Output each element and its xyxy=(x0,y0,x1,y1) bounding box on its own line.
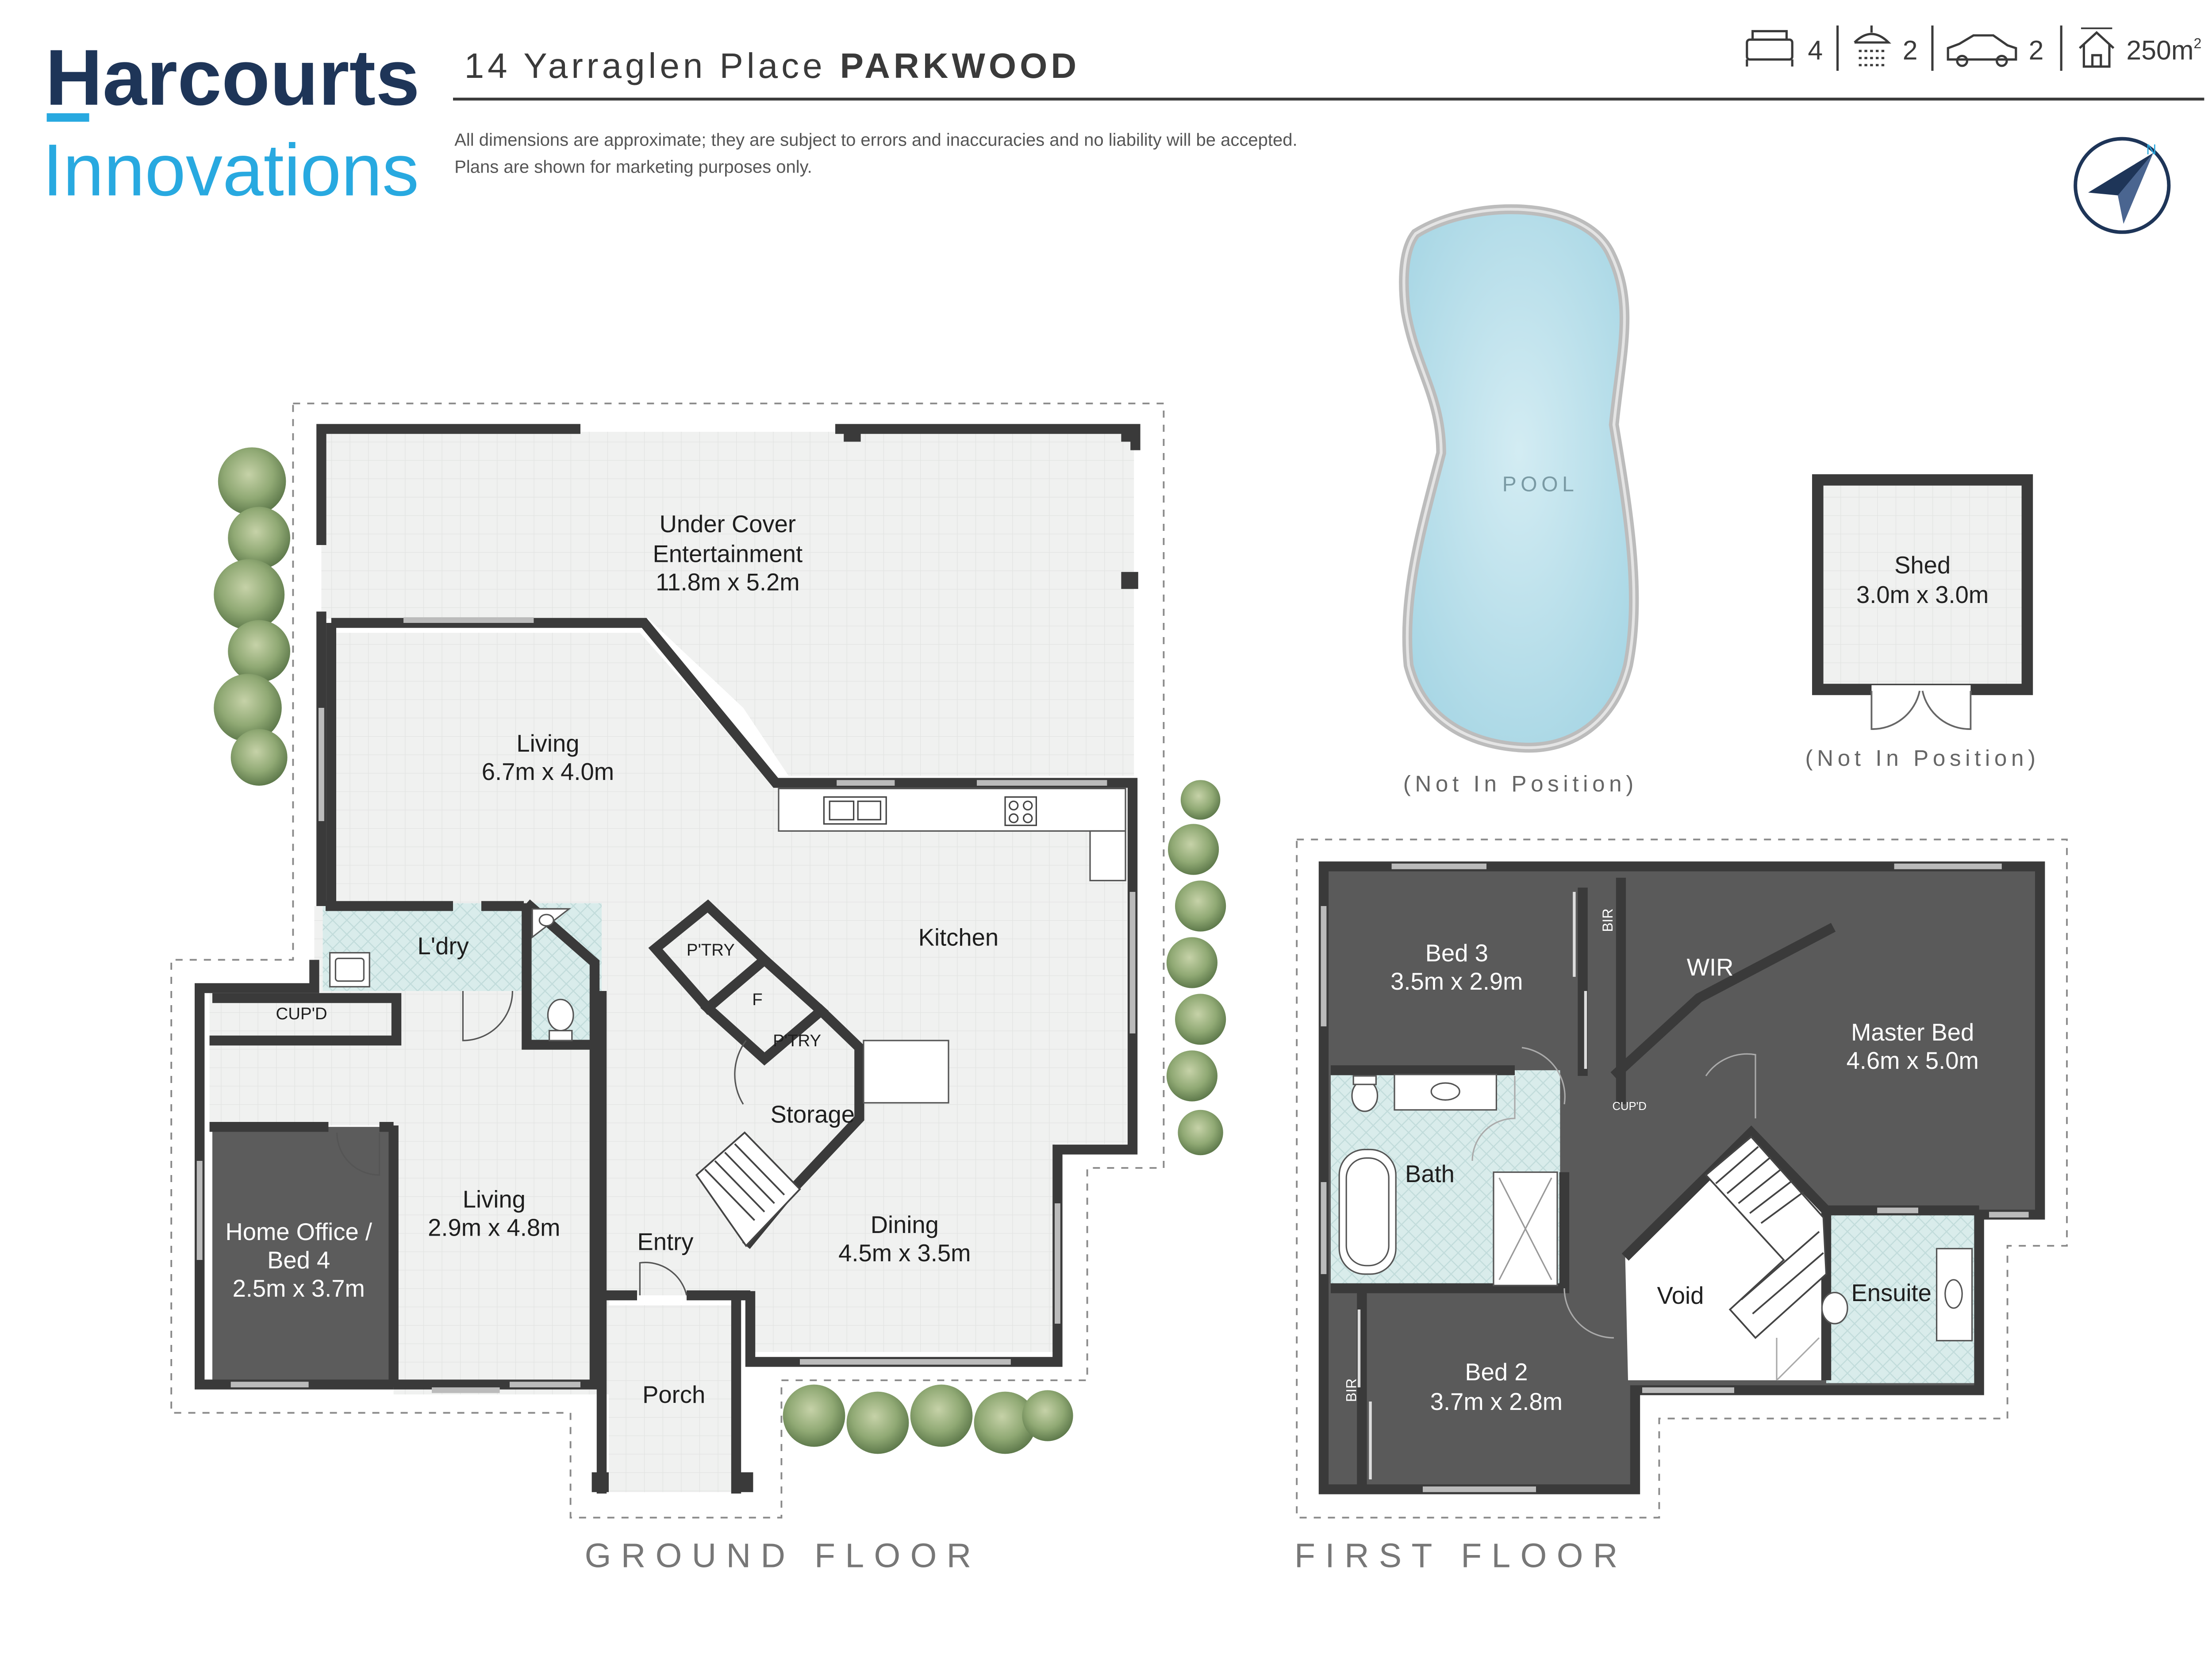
tree-icon xyxy=(214,447,1226,1454)
brand-underline xyxy=(46,113,89,122)
shed-note: (Not In Position) xyxy=(1805,745,2040,771)
car-spaces-count: 2 xyxy=(2029,35,2044,65)
cupd-name: CUP'D xyxy=(1612,1100,1646,1113)
dining-dims: 4.5m x 3.5m xyxy=(838,1240,971,1267)
living-main-dims: 6.7m x 4.0m xyxy=(482,758,614,785)
entertainment-dims: 11.8m x 5.2m xyxy=(656,568,799,595)
bath-name: Bath xyxy=(1405,1160,1455,1187)
basin-icon xyxy=(531,908,572,939)
bed3-name: Bed 3 xyxy=(1425,940,1488,967)
floor-area: 250m2 xyxy=(2126,35,2201,65)
living-main-name: Living xyxy=(516,730,579,757)
compass-icon: N xyxy=(2074,137,2171,234)
pool-label: POOL xyxy=(1502,472,1578,496)
office-name1: Home Office / xyxy=(225,1218,372,1245)
bir2-name: BIR xyxy=(1344,1379,1359,1402)
vanity-icon xyxy=(1394,1074,1498,1111)
address-line: 14 Yarraglen Place PARKWOOD xyxy=(465,46,1080,85)
address-street: 14 Yarraglen Place xyxy=(465,46,826,85)
bed-icon xyxy=(1746,30,1793,67)
living-small-dims: 2.9m x 4.8m xyxy=(428,1214,560,1241)
first-floor-label: FIRST FLOOR xyxy=(1294,1536,1628,1575)
shed-name: Shed xyxy=(1894,552,1951,579)
laundry-name: L'dry xyxy=(417,933,469,960)
first-floor-plan xyxy=(1296,838,2068,1519)
toilet-icon xyxy=(1821,1292,1848,1325)
cooktop-icon xyxy=(1004,796,1037,826)
pool xyxy=(1399,204,1639,753)
office-dims: 2.5m x 3.7m xyxy=(233,1275,365,1302)
fridge-name: F xyxy=(752,990,762,1009)
ground-floor-plan xyxy=(170,403,1226,1519)
ground-floor-label: GROUND FLOOR xyxy=(585,1536,981,1575)
disclaimer-line1: All dimensions are approximate; they are… xyxy=(454,131,1297,150)
sink-icon xyxy=(823,796,887,825)
bir1-name: BIR xyxy=(1600,908,1616,932)
ensuite-name: Ensuite xyxy=(1851,1279,1931,1306)
master-name: Master Bed xyxy=(1851,1019,1974,1046)
brand-logo: Harcourts Innovations xyxy=(42,33,420,211)
brand-name-top: Harcourts xyxy=(45,33,419,122)
address-suburb: PARKWOOD xyxy=(840,46,1080,85)
living-small-name: Living xyxy=(463,1186,526,1213)
car-icon xyxy=(1947,34,2017,67)
office-name2: Bed 4 xyxy=(267,1247,330,1274)
cupboard-name: CUP'D xyxy=(276,1004,327,1023)
entertainment-name1: Under Cover xyxy=(660,511,796,538)
pantry2-name: P'TRY xyxy=(773,1031,821,1050)
bed2-name: Bed 2 xyxy=(1465,1359,1528,1386)
dining-name: Dining xyxy=(871,1211,939,1238)
brand-name-bottom: Innovations xyxy=(42,129,419,211)
staircase xyxy=(695,1131,801,1248)
kitchen-name: Kitchen xyxy=(918,924,998,951)
shed-dims: 3.0m x 3.0m xyxy=(1856,581,1989,608)
void-name: Void xyxy=(1657,1282,1704,1309)
entry-name: Entry xyxy=(637,1229,694,1256)
master-dims: 4.6m x 5.0m xyxy=(1847,1047,1979,1074)
pool-note: (Not In Position) xyxy=(1403,771,1638,796)
pantry1-name: P'TRY xyxy=(687,941,735,960)
floor-area-value: 250m xyxy=(2126,35,2193,65)
entertainment-name2: Entertainment xyxy=(653,540,803,567)
storage-name: Storage xyxy=(771,1101,855,1128)
shed xyxy=(1812,474,2033,730)
shower-icon xyxy=(1854,25,1891,66)
first-boundary xyxy=(1296,838,2068,1519)
bed3-dims: 3.5m x 2.9m xyxy=(1390,968,1523,995)
compass-north-label: N xyxy=(2146,142,2156,157)
house-area-icon xyxy=(2079,27,2115,68)
bedrooms-count: 4 xyxy=(1808,35,1823,65)
disclaimer-line2: Plans are shown for marketing purposes o… xyxy=(454,157,812,177)
wir-name: WIR xyxy=(1687,954,1734,981)
toilet-icon xyxy=(547,998,574,1041)
first-staircase xyxy=(1705,1135,1827,1339)
bathrooms-count: 2 xyxy=(1903,35,1918,65)
porch-name: Porch xyxy=(642,1381,705,1408)
bed2-dims: 3.7m x 2.8m xyxy=(1430,1388,1563,1415)
floor-area-unit: 2 xyxy=(2193,35,2201,51)
feature-bar xyxy=(1746,25,2115,71)
ground-boundary xyxy=(170,403,1165,1519)
laundry-tub-icon xyxy=(329,952,370,987)
